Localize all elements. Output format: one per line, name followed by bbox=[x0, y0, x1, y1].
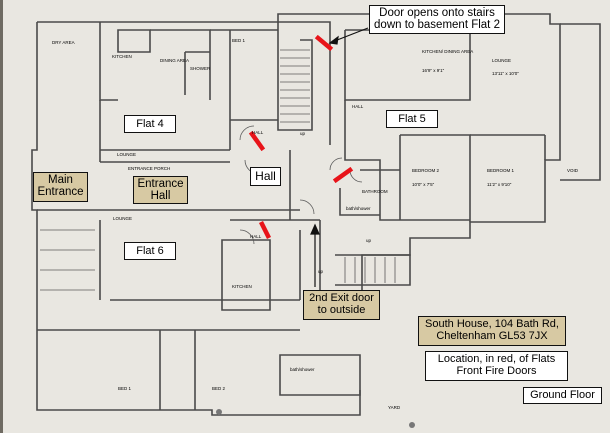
callout-main-entrance: Main Entrance bbox=[33, 172, 88, 202]
marker-dot-right bbox=[409, 422, 415, 428]
callout-flat4: Flat 4 bbox=[124, 115, 176, 133]
label-up3: up bbox=[318, 269, 324, 274]
label-bathroom: BATHROOM bbox=[362, 189, 388, 194]
fire-doors bbox=[248, 34, 354, 240]
label-hall-small-top: HALL bbox=[252, 130, 264, 135]
callout-basement-door: Door opens onto stairs down to basement … bbox=[369, 5, 505, 34]
fire-door-flat5 bbox=[332, 166, 354, 184]
label-lounge-dims: 13'11" x 10'0" bbox=[492, 71, 519, 76]
callout-hall: Hall bbox=[250, 167, 281, 186]
stair-treads bbox=[40, 49, 396, 291]
label-bed2-bottom: BED 2 bbox=[212, 386, 226, 391]
label-entrance-porch: ENTRANCE PORCH bbox=[128, 166, 170, 171]
label-up1: up bbox=[300, 131, 306, 136]
label-bedroom2: BEDROOM 2 bbox=[412, 168, 440, 173]
callout-address: South House, 104 Bath Rd, Cheltenham GL5… bbox=[418, 316, 566, 346]
callout-floor: Ground Floor bbox=[523, 387, 602, 404]
label-bed1-tl: BED 1 bbox=[232, 38, 246, 43]
label-up2: up bbox=[366, 238, 372, 243]
label-lounge-f4: LOUNGE bbox=[117, 152, 136, 157]
callout-flat6: Flat 6 bbox=[124, 242, 176, 260]
callout-second-exit: 2nd Exit door to outside bbox=[303, 290, 380, 320]
fire-door-flat4 bbox=[248, 130, 266, 152]
label-bath-shower-mid: bath/shower bbox=[346, 206, 371, 211]
label-shower-tl: SHOWER bbox=[190, 66, 211, 71]
label-bedroom1-dims: 11'2" x 9'10" bbox=[487, 182, 512, 187]
label-kd-dims: 16'9" x 9'1" bbox=[422, 68, 445, 73]
label-bed1-bottom: BED 1 bbox=[118, 386, 132, 391]
label-hall-small-bottom: HALL bbox=[250, 234, 262, 239]
label-bedroom2-dims: 10'0" x 7'5" bbox=[412, 182, 435, 187]
callout-arrows bbox=[310, 27, 369, 287]
label-kitchen-tl: KITCHEN bbox=[112, 54, 132, 59]
label-dry-area: DRY AREA bbox=[52, 40, 75, 45]
label-hall-f5: HALL bbox=[352, 104, 364, 109]
fire-door-basement bbox=[314, 34, 334, 52]
label-bath-shower-bottom: bath/shower bbox=[290, 367, 315, 372]
label-void: VOID bbox=[567, 168, 579, 173]
label-kitchen-dining: KITCHEN/ DINING AREA bbox=[422, 49, 473, 54]
fire-door-flat6 bbox=[258, 220, 272, 240]
label-dining-area: DINING AREA bbox=[160, 58, 189, 63]
callout-entrance-hall: Entrance Hall bbox=[133, 176, 188, 204]
label-kitchen-f6: KITCHEN bbox=[232, 284, 252, 289]
label-yard: YARD bbox=[388, 405, 401, 410]
label-bedroom1: BEDROOM 1 bbox=[487, 168, 515, 173]
marker-dot-left bbox=[216, 409, 222, 415]
label-lounge-f6: LOUNGE bbox=[113, 216, 132, 221]
label-lounge-f5: LOUNGE bbox=[492, 58, 511, 63]
callout-flat5: Flat 5 bbox=[386, 110, 438, 128]
callout-legend: Location, in red, of Flats Front Fire Do… bbox=[425, 351, 568, 381]
